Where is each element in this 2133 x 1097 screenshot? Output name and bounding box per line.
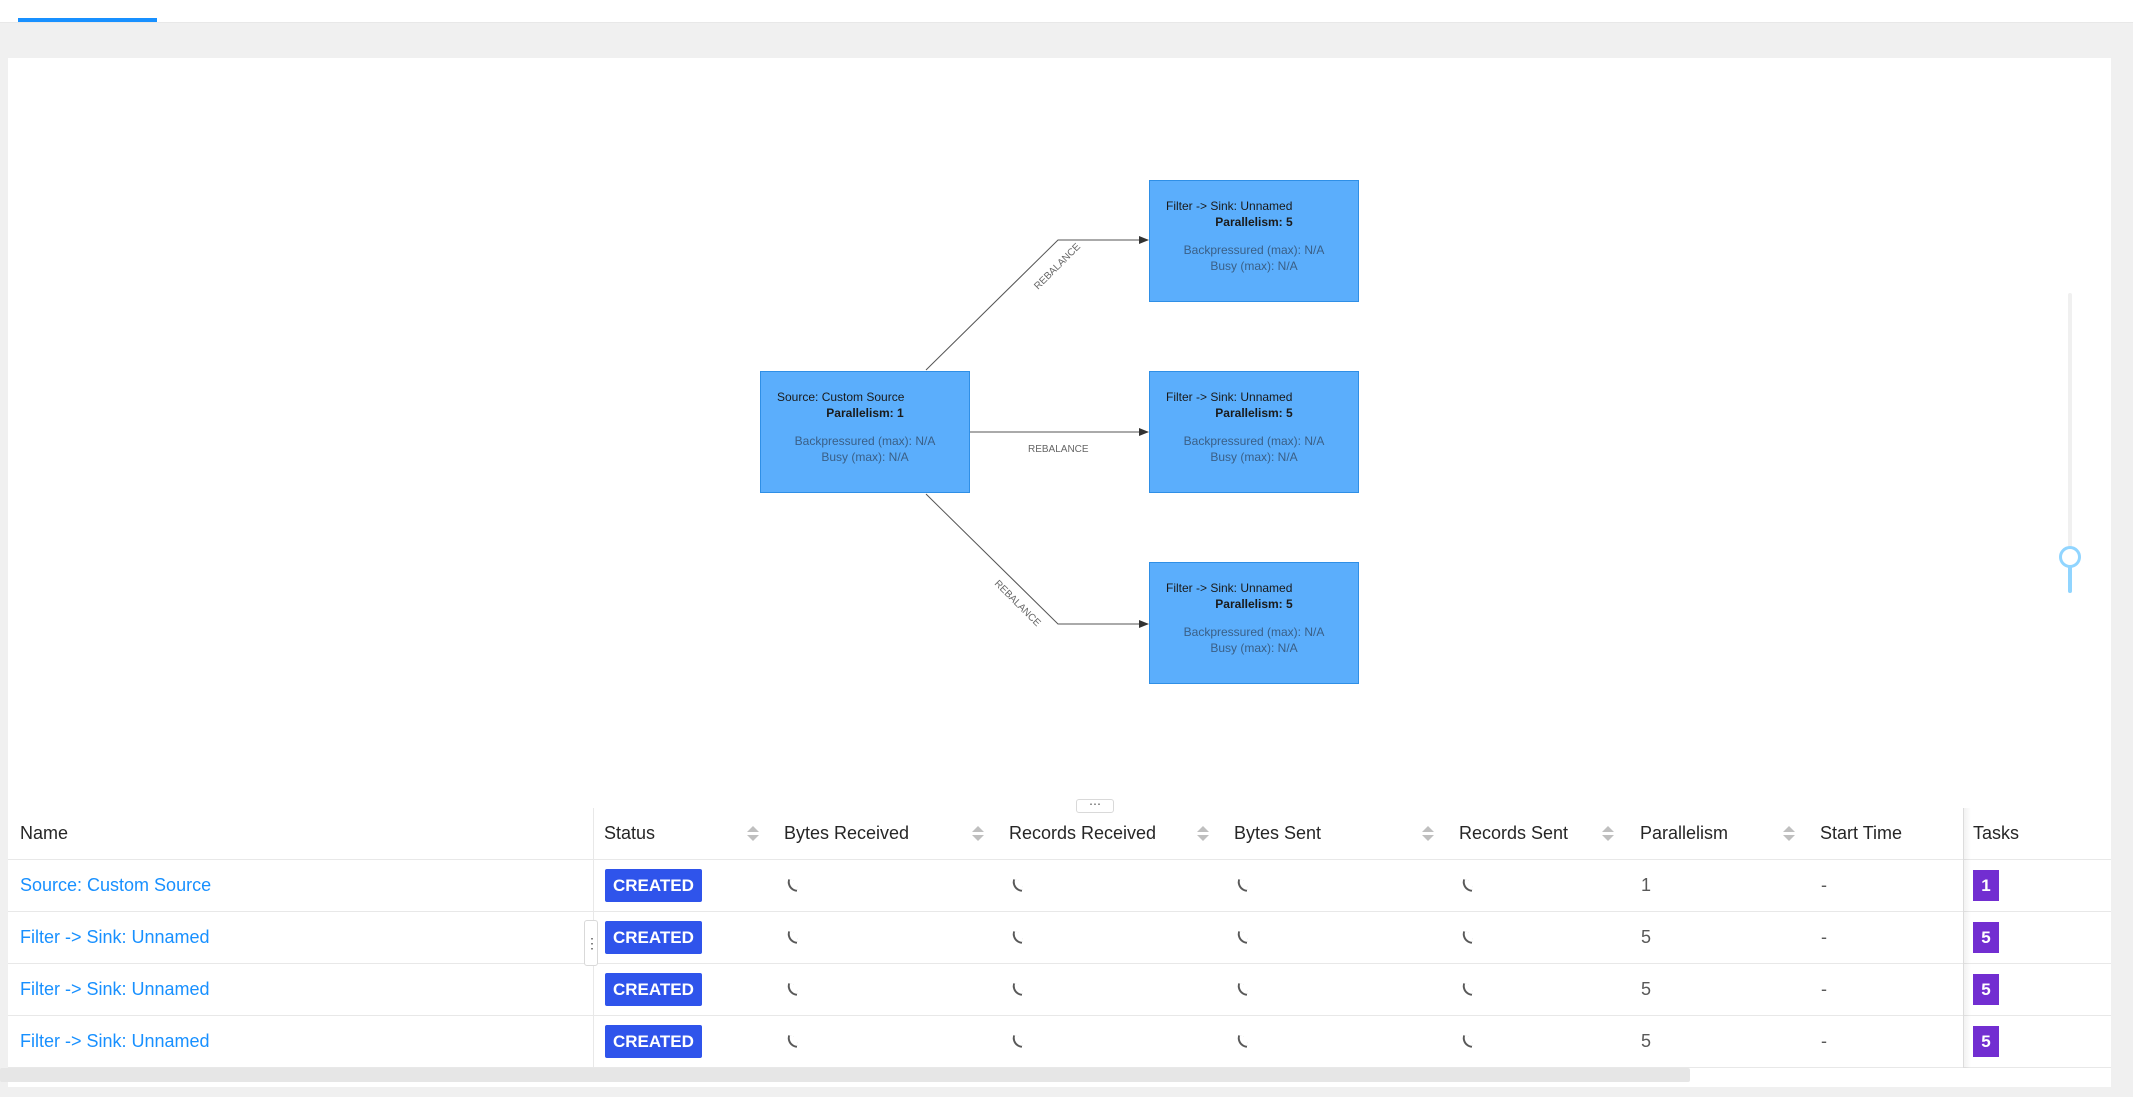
zoom-slider-handle[interactable] — [2059, 546, 2081, 568]
start-time-value: - — [1821, 979, 1827, 999]
loading-spinner-icon — [1011, 983, 1024, 996]
column-resize-handle[interactable]: ⋮ — [584, 920, 599, 966]
loading-spinner-icon — [1236, 931, 1249, 944]
node-name: Filter -> Sink: Unnamed — [1166, 581, 1293, 595]
status-badge: CREATED — [605, 869, 702, 902]
fixed-column-shadow — [1963, 808, 1971, 1068]
node-parallelism: Parallelism: 1 — [826, 406, 904, 420]
column-header-records-sent[interactable]: Records Sent — [1459, 823, 1569, 843]
edge-label: REBALANCE — [992, 578, 1043, 629]
graph-node-filter-sink[interactable]: Filter -> Sink: Unnamed Parallelism: 5 B… — [1149, 180, 1359, 302]
panel-resize-handle[interactable]: ⋯ — [1076, 798, 1114, 813]
job-overview-card: REBALANCE REBALANCE REBALANCE Source: Cu… — [8, 58, 2111, 1087]
table-header: Name Status Bytes Received Records Recei… — [8, 808, 2111, 860]
node-parallelism: Parallelism: 5 — [1215, 406, 1293, 420]
column-header-records-received[interactable]: Records Received — [1009, 823, 1157, 843]
node-backpressure: Backpressured (max): N/A — [1183, 243, 1325, 257]
column-header-status[interactable]: Status — [604, 823, 656, 843]
job-graph[interactable]: REBALANCE REBALANCE REBALANCE Source: Cu… — [8, 58, 2111, 813]
loading-spinner-icon — [1236, 1035, 1249, 1048]
graph-node-filter-sink[interactable]: Filter -> Sink: Unnamed Parallelism: 5 B… — [1149, 562, 1359, 684]
loading-spinner-icon — [1461, 879, 1474, 892]
edge-label: REBALANCE — [1032, 241, 1083, 292]
status-badge: CREATED — [605, 921, 702, 954]
sort-icon[interactable] — [747, 808, 761, 859]
column-header-tasks[interactable]: Tasks — [1973, 823, 2020, 843]
node-parallelism: Parallelism: 5 — [1215, 215, 1293, 229]
loading-spinner-icon — [1236, 879, 1249, 892]
loading-spinner-icon — [1011, 879, 1024, 892]
node-name: Filter -> Sink: Unnamed — [1166, 199, 1293, 213]
zoom-slider-track[interactable] — [2068, 293, 2072, 593]
vertex-name-link[interactable]: Filter -> Sink: Unnamed — [20, 1031, 210, 1051]
graph-node-source[interactable]: Source: Custom Source Parallelism: 1 Bac… — [760, 371, 970, 493]
tasks-badge[interactable]: 5 — [1973, 974, 1999, 1005]
node-busy: Busy (max): N/A — [1210, 641, 1298, 655]
sort-icon[interactable] — [972, 808, 986, 859]
sort-icon[interactable] — [1602, 808, 1616, 859]
start-time-value: - — [1821, 875, 1827, 895]
parallelism-value: 5 — [1641, 1031, 1652, 1051]
vertex-name-link[interactable]: Filter -> Sink: Unnamed — [20, 927, 210, 947]
node-name: Filter -> Sink: Unnamed — [1166, 390, 1293, 404]
node-busy: Busy (max): N/A — [1210, 259, 1298, 273]
column-header-bytes-sent[interactable]: Bytes Sent — [1234, 823, 1322, 843]
node-backpressure: Backpressured (max): N/A — [1183, 434, 1325, 448]
loading-spinner-icon — [1011, 1035, 1024, 1048]
column-header-start-time[interactable]: Start Time — [1820, 823, 1903, 843]
graph-edge — [925, 493, 1149, 628]
status-badge: CREATED — [605, 1025, 702, 1058]
loading-spinner-icon — [1236, 983, 1249, 996]
loading-spinner-icon — [786, 1035, 799, 1048]
loading-spinner-icon — [786, 879, 799, 892]
loading-spinner-icon — [1461, 983, 1474, 996]
sort-icon[interactable] — [1422, 808, 1436, 859]
graph-edges: REBALANCE REBALANCE REBALANCE — [925, 236, 1149, 629]
status-badge: CREATED — [605, 973, 702, 1006]
column-header-bytes-received[interactable]: Bytes Received — [784, 823, 910, 843]
parallelism-value: 5 — [1641, 927, 1652, 947]
loading-spinner-icon — [786, 931, 799, 944]
tasks-badge[interactable]: 1 — [1973, 870, 1999, 901]
node-busy: Busy (max): N/A — [1210, 450, 1298, 464]
table-row[interactable]: Filter -> Sink: Unnamed CREATED 5 - 5 — [8, 1016, 2111, 1068]
loading-spinner-icon — [786, 983, 799, 996]
node-backpressure: Backpressured (max): N/A — [1183, 625, 1325, 639]
table-row[interactable]: Filter -> Sink: Unnamed CREATED 5 - 5 — [8, 912, 2111, 964]
sort-icon[interactable] — [1197, 808, 1211, 859]
table-row[interactable]: Source: Custom Source CREATED 1 - 1 — [8, 860, 2111, 912]
active-tab-indicator — [18, 18, 157, 22]
tasks-badge[interactable]: 5 — [1973, 1026, 1999, 1057]
tab-bar — [0, 0, 2133, 23]
vertex-name-link[interactable]: Source: Custom Source — [20, 875, 212, 895]
node-busy: Busy (max): N/A — [821, 450, 909, 464]
graph-edge — [925, 236, 1149, 371]
tasks-badge[interactable]: 5 — [1973, 922, 1999, 953]
zoom-slider-fill — [2068, 558, 2072, 593]
horizontal-scrollbar[interactable] — [0, 1068, 1690, 1082]
node-name: Source: Custom Source — [777, 390, 905, 404]
loading-spinner-icon — [1461, 931, 1474, 944]
parallelism-value: 5 — [1641, 979, 1652, 999]
column-divider — [1963, 808, 1964, 1068]
loading-spinner-icon — [1461, 1035, 1474, 1048]
parallelism-value: 1 — [1641, 875, 1652, 895]
loading-spinner-icon — [1011, 931, 1024, 944]
node-backpressure: Backpressured (max): N/A — [794, 434, 936, 448]
node-parallelism: Parallelism: 5 — [1215, 597, 1293, 611]
start-time-value: - — [1821, 927, 1827, 947]
edge-label: REBALANCE — [1028, 444, 1089, 455]
table-row[interactable]: Filter -> Sink: Unnamed CREATED 5 - 5 — [8, 964, 2111, 1016]
sort-icon[interactable] — [1783, 808, 1797, 859]
column-header-parallelism[interactable]: Parallelism — [1640, 823, 1729, 843]
graph-node-filter-sink[interactable]: Filter -> Sink: Unnamed Parallelism: 5 B… — [1149, 371, 1359, 493]
column-header-name[interactable]: Name — [20, 823, 69, 843]
start-time-value: - — [1821, 1031, 1827, 1051]
vertex-name-link[interactable]: Filter -> Sink: Unnamed — [20, 979, 210, 999]
